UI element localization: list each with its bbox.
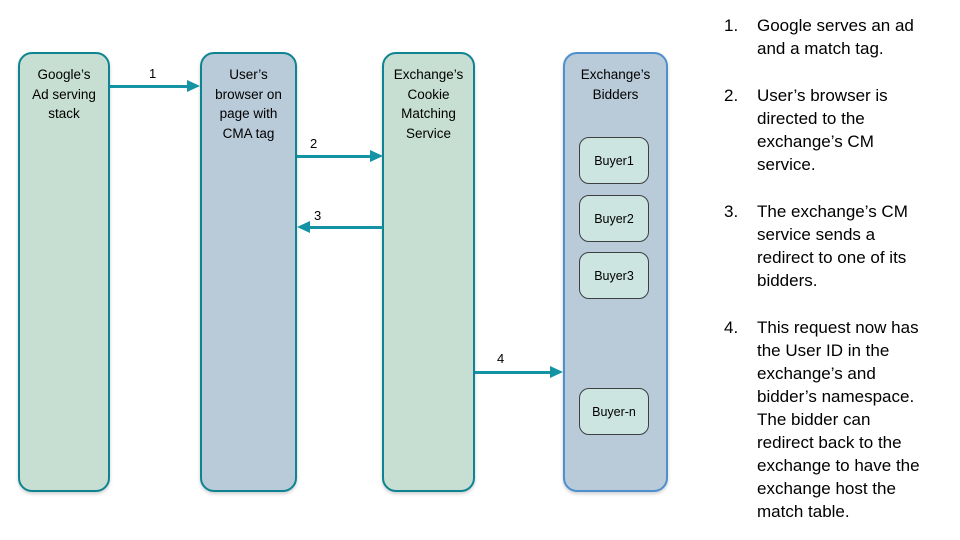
buyer-box-3: Buyer3 — [579, 252, 649, 299]
arrowhead-right-icon — [187, 80, 200, 92]
step-item-2: 2. User’s browser is directed to the exc… — [724, 84, 940, 176]
node-google-ad-serving-stack: Google’s Ad serving stack — [18, 52, 110, 492]
arrow-step-1 — [110, 80, 200, 92]
node-users-browser: User’s browser on page with CMA tag — [200, 52, 297, 492]
step-number: 3. — [724, 202, 739, 221]
arrow-step-3 — [297, 221, 383, 233]
arrow-label-4: 4 — [497, 351, 505, 366]
steps-list: 1. Google serves an ad and a match tag. … — [724, 14, 940, 523]
arrow-step-4 — [475, 366, 563, 378]
arrowhead-left-icon — [297, 221, 310, 233]
buyer-box-1: Buyer1 — [579, 137, 649, 184]
node-title: Exchange’s Bidders — [580, 67, 651, 102]
arrowhead-right-icon — [370, 150, 383, 162]
step-number: 2. — [724, 86, 739, 105]
step-item-1: 1. Google serves an ad and a match tag. — [724, 14, 940, 60]
arrow-label-2: 2 — [310, 136, 318, 151]
arrowhead-right-icon — [550, 366, 563, 378]
step-text: This request now has the User ID in the … — [757, 318, 920, 521]
arrow-shaft — [475, 370, 552, 374]
buyer-box-n: Buyer-n — [579, 388, 649, 435]
arrow-label-1: 1 — [149, 66, 157, 81]
buyer-box-2: Buyer2 — [579, 195, 649, 242]
node-exchanges-bidders: Exchange’s Bidders Buyer1 Buyer2 Buyer3 … — [563, 52, 668, 492]
step-number: 1. — [724, 16, 739, 35]
step-number: 4. — [724, 318, 739, 337]
node-cookie-matching-service: Exchange’s Cookie Matching Service — [382, 52, 475, 492]
arrow-shaft — [297, 154, 372, 158]
arrow-step-2 — [297, 150, 383, 162]
step-item-4: 4. This request now has the User ID in t… — [724, 316, 940, 523]
node-title: Google’s Ad serving stack — [32, 67, 96, 121]
node-title: Exchange’s Cookie Matching Service — [393, 67, 464, 141]
step-text: User’s browser is directed to the exchan… — [757, 86, 888, 174]
arrow-shaft — [110, 84, 189, 88]
step-text: The exchange’s CM service sends a redire… — [757, 202, 908, 290]
node-title: User’s browser on page with CMA tag — [215, 67, 282, 141]
step-text: Google serves an ad and a match tag. — [757, 16, 914, 58]
arrow-label-3: 3 — [314, 208, 322, 223]
step-item-3: 3. The exchange’s CM service sends a red… — [724, 200, 940, 292]
arrow-shaft — [308, 225, 383, 229]
